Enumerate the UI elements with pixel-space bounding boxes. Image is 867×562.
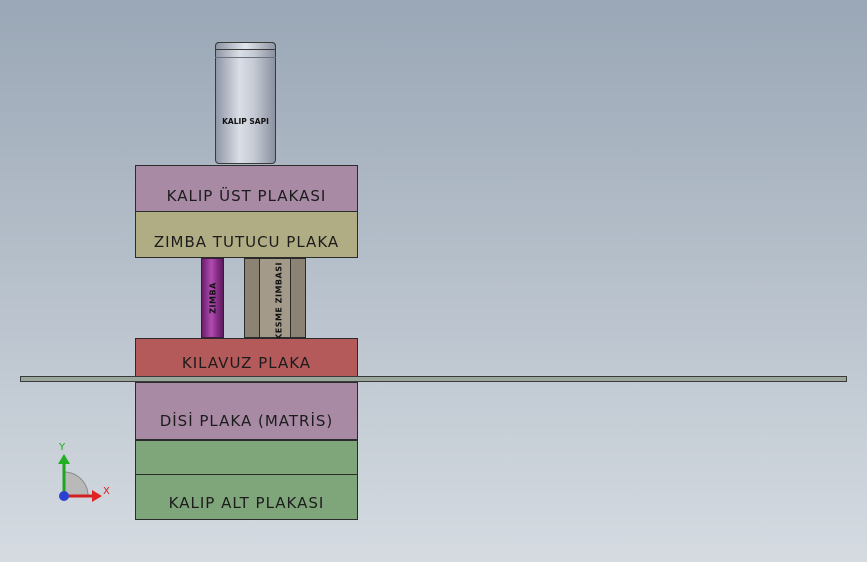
cutting-punch-label: KESME ZIMBASI [274,262,284,340]
upper-die-plate: KALIP ÜST PLAKASI [135,165,358,212]
cutting-punch-right-edge [290,259,291,337]
cutting-punch-left-edge [259,259,260,337]
axis-triad-arc [63,471,89,497]
shank-label: KALIP SAPI [222,117,269,126]
die-shank: KALIP SAPI [215,42,276,164]
shank-top-ring [215,42,276,50]
guide-plate: KILAVUZ PLAKA [135,338,358,377]
punch-label: ZIMBA [208,282,217,314]
die-plate: DİSİ PLAKA (MATRİS) [135,382,358,440]
lower-die-plate: KALIP ALT PLAKASI [135,440,358,520]
lower-die-plate-label: KALIP ALT PLAKASI [168,494,325,512]
guide-plate-label: KILAVUZ PLAKA [181,353,312,372]
die-plate-label: DİSİ PLAKA (MATRİS) [159,412,334,430]
axis-triad: Y X [50,440,120,510]
punch-holder-plate: ZIMBA TUTUCU PLAKA [135,211,358,258]
y-axis-label: Y [59,442,66,453]
sheet-strip [20,376,847,382]
punch: ZIMBA [201,258,224,338]
y-axis-arrow [58,454,70,464]
axis-triad-graphic [58,454,102,502]
punch-holder-plate-label: ZIMBA TUTUCU PLAKA [153,232,340,251]
upper-die-plate-label: KALIP ÜST PLAKASI [166,186,327,205]
cutting-punch-face [260,259,290,337]
x-axis-arrow [92,490,102,502]
x-axis-label: X [103,486,110,497]
z-axis-dot [59,491,69,501]
lower-die-plate-divider [136,474,357,475]
cutting-punch: KESME ZIMBASI [244,258,306,340]
shank-top-groove [215,57,276,58]
